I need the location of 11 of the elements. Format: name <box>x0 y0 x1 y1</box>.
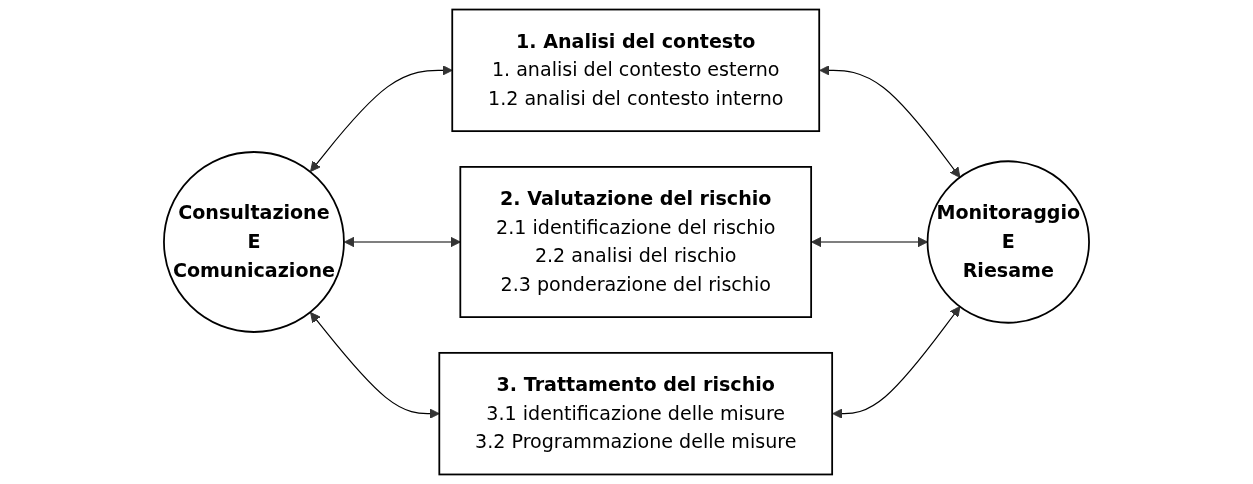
arrow <box>832 306 961 419</box>
arrow <box>343 236 461 248</box>
arrow <box>811 236 928 248</box>
node-circle: Consultazione E Comunicazione <box>163 151 345 333</box>
node-circle: Monitoraggio E Riesame <box>926 160 1090 324</box>
arrow <box>310 312 440 419</box>
node-box: 1. Analisi del contesto 1. analisi del contesto esterno 1.2 analisi del contesto interno <box>451 8 821 133</box>
node-box: 2. Valutazione del rischio 2.1 identificazione del rischio 2.2 analisi del rischio 2.3 ponderazione del rischio <box>459 166 813 318</box>
arrow <box>819 65 961 178</box>
node-box: 3. Trattamento del rischio 3.1 identificazione delle misure 3.2 Programmazione delle misure <box>438 351 834 476</box>
arrow <box>310 65 453 172</box>
